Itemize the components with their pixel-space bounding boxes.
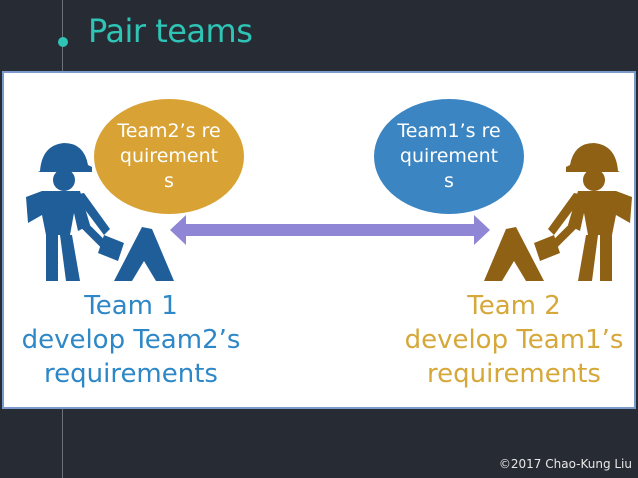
team1-label: Team 1 develop Team2’s requirements	[8, 289, 254, 391]
team2-task-object: requirements	[427, 359, 601, 389]
team2-task: develop Team1’s	[404, 325, 624, 355]
team1-requirements-bubble: Team1’s requirements	[374, 99, 524, 214]
construction-worker-icon	[26, 143, 174, 281]
team2-name: Team 2	[467, 291, 561, 321]
team1-task: develop Team2’s	[21, 325, 241, 355]
copyright-notice: ©2017 Chao-Kung Liu	[498, 457, 632, 471]
title-bullet	[58, 37, 68, 47]
team1-task-object: requirements	[44, 359, 218, 389]
slide-title: Pair teams	[88, 12, 253, 50]
double-arrow-icon	[170, 215, 490, 245]
construction-worker-icon	[484, 143, 632, 281]
team2-label: Team 2 develop Team1’s requirements	[394, 289, 634, 391]
team1-requirements-text: Team1’s requirements	[397, 120, 501, 192]
team2-requirements-text: Team2’s requirements	[117, 120, 221, 192]
diagram-panel: Team2’s requirements Team1’s requirement…	[2, 71, 636, 409]
team1-name: Team 1	[84, 291, 178, 321]
team2-requirements-bubble: Team2’s requirements	[94, 99, 244, 214]
